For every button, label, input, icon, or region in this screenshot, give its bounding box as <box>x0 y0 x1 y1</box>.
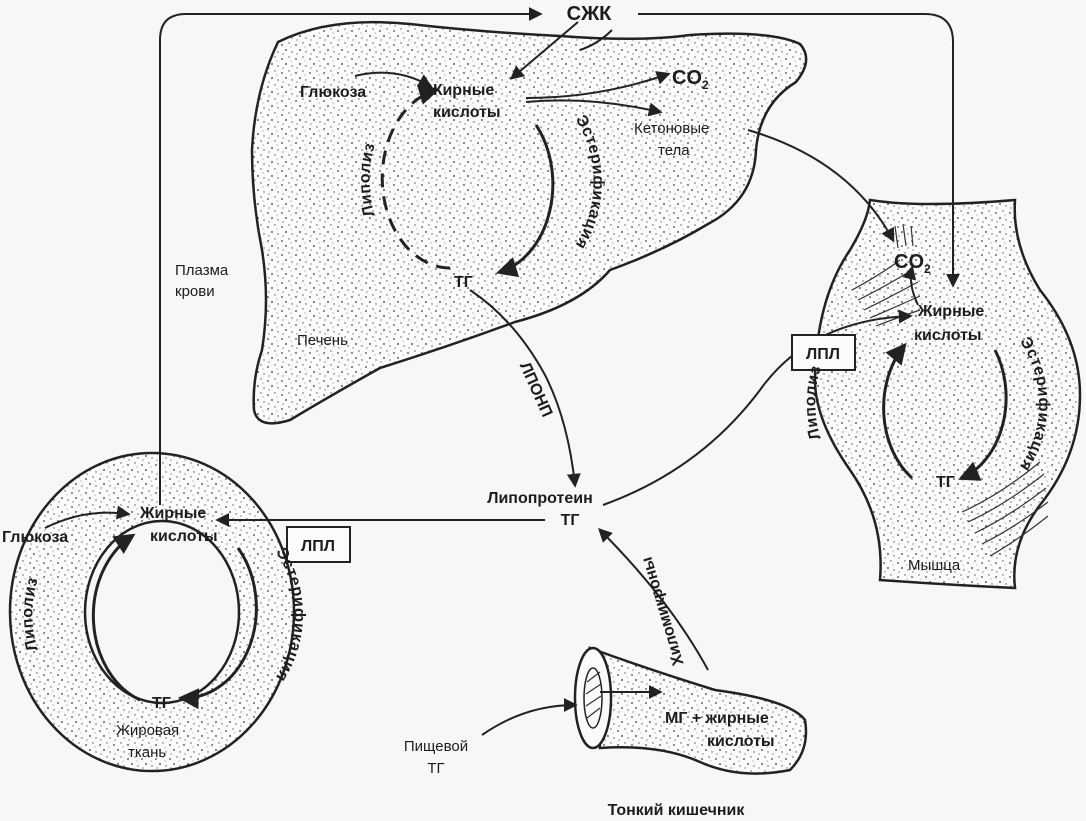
adipose-esterification-arrow <box>177 547 258 710</box>
adipose-lipolysis-text: Липолиз <box>19 576 41 653</box>
adipose-lipolysis-label: Липолиз <box>19 576 41 653</box>
liver-shape <box>250 20 808 425</box>
adipose-organ-label-line2: ткань <box>128 744 166 761</box>
muscle-tg-label: ТГ <box>936 474 955 491</box>
liver-fa-label-line1: Жирные <box>427 82 494 99</box>
intestine-shape <box>588 646 808 775</box>
liver-co2-subscript: 2 <box>702 78 709 92</box>
liver-lipolysis-text: Липолиз <box>357 141 379 218</box>
vldl-label: ЛПОНП <box>516 360 555 420</box>
liver-glucose-label: Глюкоза <box>300 84 366 101</box>
adipose-glucose-arrow <box>44 505 131 529</box>
adipose-glucose-label: Глюкоза <box>2 529 68 546</box>
muscle-lpl-label: ЛПЛ <box>806 346 840 363</box>
liver-lipolysis-arrow <box>380 84 451 270</box>
vldl-arrow <box>469 289 581 488</box>
muscle-co2-label: CO2 <box>894 251 931 276</box>
chylomicron-arrow <box>598 528 709 671</box>
liver-co2-label: CO2 <box>672 67 709 92</box>
dietary-tg-arrow <box>481 698 578 736</box>
adipose-lpl-box <box>286 526 351 563</box>
ffa-from-adipose-arrow <box>159 7 543 505</box>
ffa-to-muscle-arrow <box>638 13 960 288</box>
adipose-organ-label-line1: Жировая <box>116 722 179 739</box>
liver-ketone-arrow <box>525 99 663 117</box>
lipoprotein-label-line2: ТГ <box>561 512 580 529</box>
muscle-esterification-arrow <box>958 349 1008 481</box>
muscle-lipolysis-text: Липолиз <box>802 364 824 442</box>
intestine-organ-label: Тонкий кишечник <box>608 802 746 819</box>
intestine-opening <box>573 646 613 750</box>
muscle-fibres-upper <box>851 259 921 327</box>
ffa-liver-tick <box>579 29 613 51</box>
plasma-label-line1: Плазма <box>175 262 229 279</box>
plasma-label-line2: крови <box>175 283 215 300</box>
liver-lipolysis-label: Липолиз <box>357 141 379 218</box>
intestine-mg-label-line2: кислоты <box>707 733 775 750</box>
muscle-fa-label-line2: кислоты <box>914 327 982 344</box>
intestine-wall-hatching <box>585 671 602 719</box>
dietary-tg-label-line2: ТГ <box>427 760 444 777</box>
lipoprotein-to-muscle-arrow <box>602 309 913 506</box>
intestine-lumen <box>583 667 603 729</box>
muscle-co2-subscript: 2 <box>924 262 931 276</box>
muscle-lipolysis-label: Липолиз <box>802 364 824 442</box>
adipose-fa-label-line1: Жирные <box>139 505 206 522</box>
dietary-tg-label-line1: Пищевой <box>404 738 468 755</box>
liver-co2-text: CO <box>672 67 702 89</box>
ketone-label-line2: тела <box>658 142 690 159</box>
liver-fa-label-line2: кислоты <box>433 104 501 121</box>
ketone-label-line1: Кетоновые <box>634 120 709 137</box>
liver-organ-label: Печень <box>297 332 348 349</box>
ffa-to-liver-arrow <box>509 21 579 80</box>
muscle-fibres-lower <box>961 461 1049 557</box>
muscle-fa-label-line1: Жирные <box>917 303 984 320</box>
adipose-fa-label-line2: кислоты <box>150 528 218 545</box>
muscle-organ-label: Мышца <box>908 557 961 574</box>
liver-co2-arrow <box>525 71 671 99</box>
chylomicron-text: Хиломикроны <box>639 555 688 668</box>
vldl-text: ЛПОНП <box>516 360 555 420</box>
muscle-co2-arrow <box>902 265 919 306</box>
intestine-mg-label-line1: МГ + жирные <box>665 710 769 727</box>
muscle-lpl-box <box>791 334 856 371</box>
adipose-lipolysis-arrow <box>91 533 141 702</box>
lipoprotein-label-line1: Липопротеин <box>487 490 593 507</box>
chylomicron-label: Хиломикроны <box>639 555 688 668</box>
ketone-to-muscle-arrow <box>747 129 895 243</box>
liver-tg-label: ТГ <box>454 274 473 291</box>
ffa-label: СЖК <box>567 3 613 25</box>
adipose-tg-label: ТГ <box>152 695 171 712</box>
adipose-lpl-label: ЛПЛ <box>301 538 335 555</box>
liver-esterification-arrow <box>495 124 555 278</box>
muscle-co2-marks <box>894 223 914 249</box>
muscle-lipolysis-arrow <box>882 342 913 480</box>
muscle-co2-text: CO <box>894 251 924 273</box>
liver-glucose-arrow <box>354 71 433 88</box>
